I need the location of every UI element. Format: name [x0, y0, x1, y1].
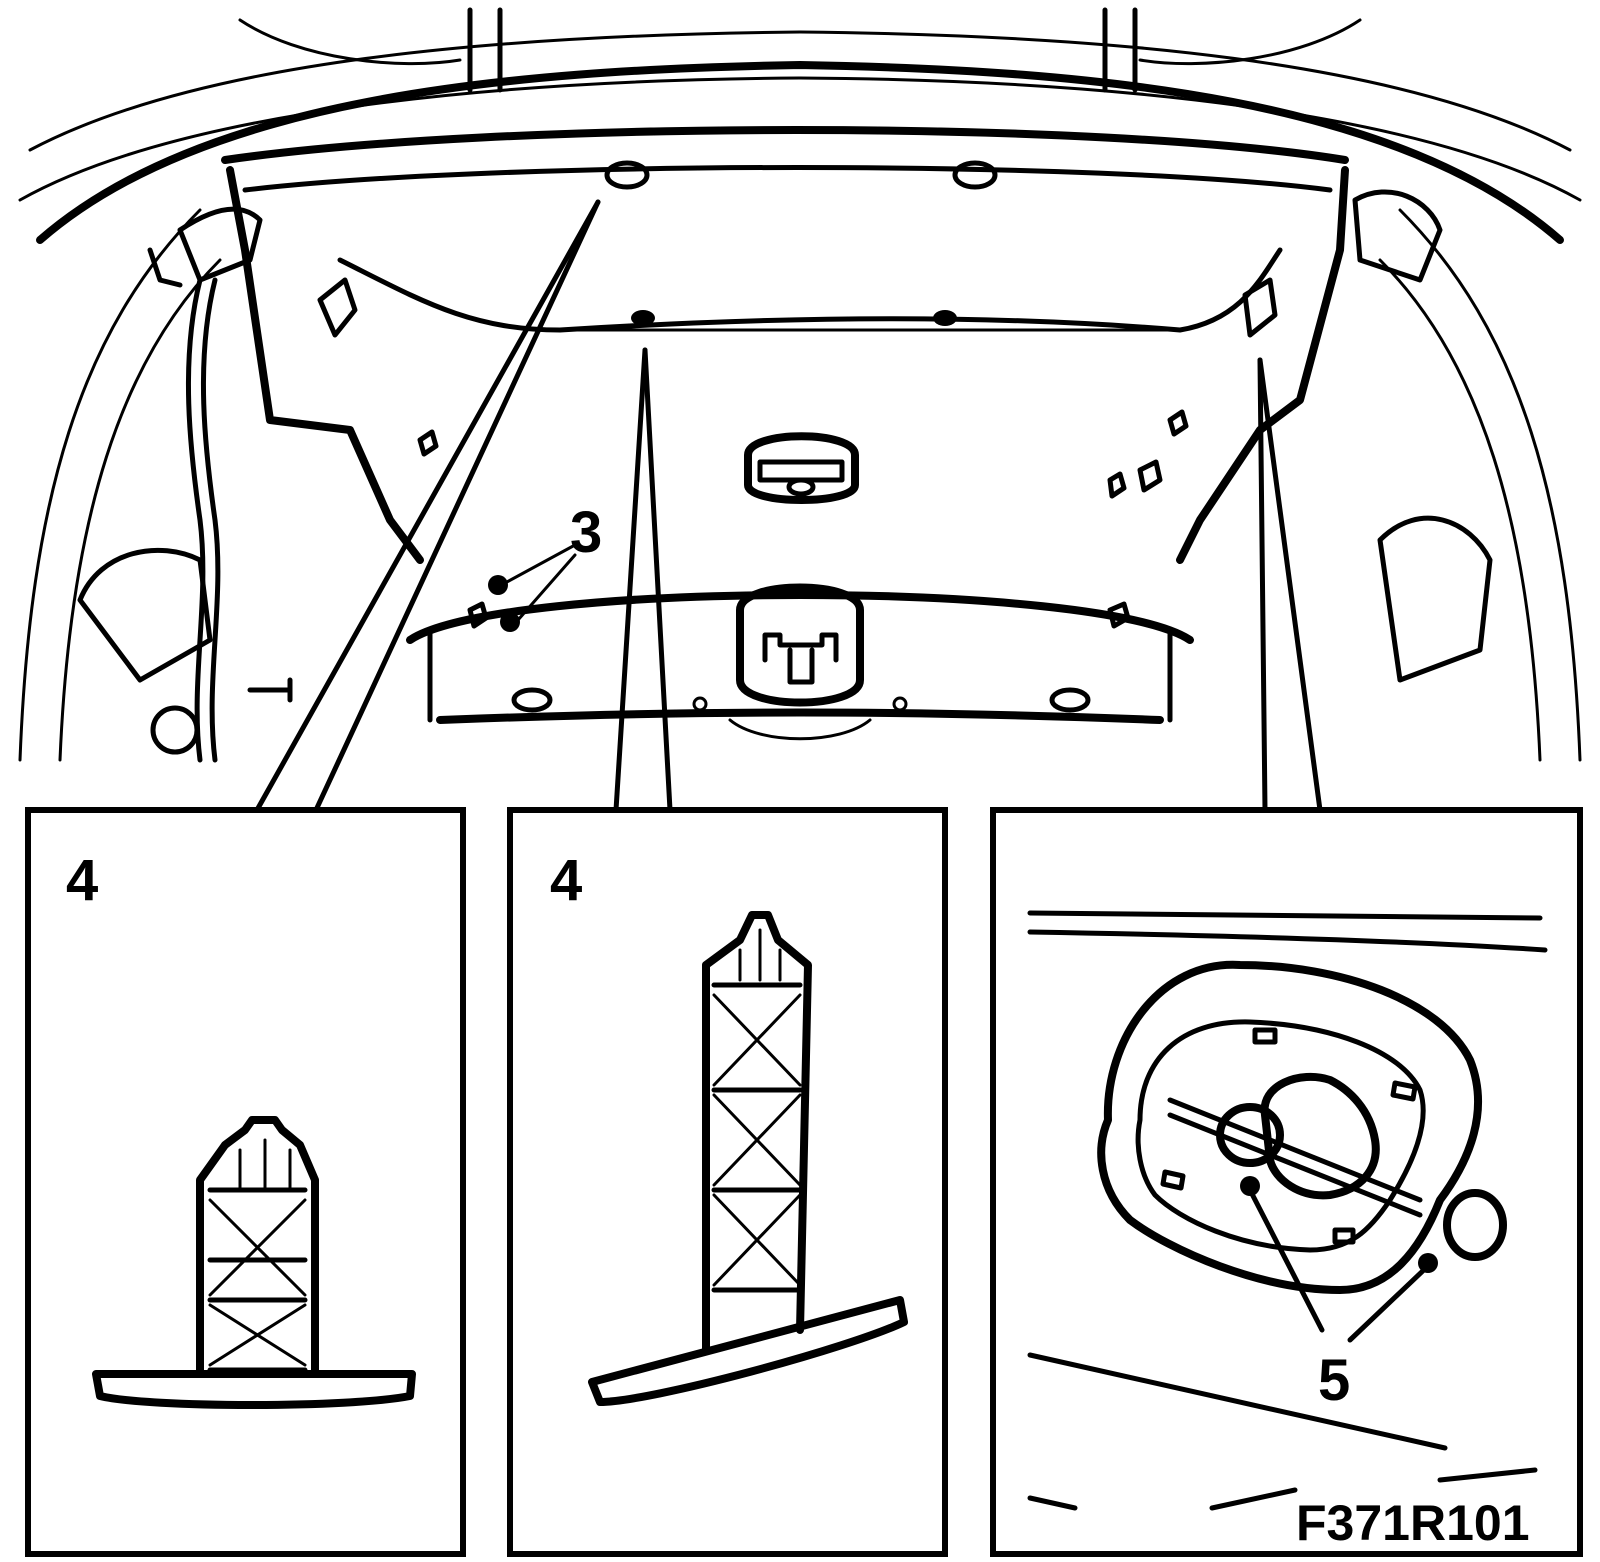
clip-before-removal	[92, 1116, 416, 1409]
detail-panel-right: 5 F371R101	[990, 807, 1583, 1557]
clip-during-removal	[588, 911, 908, 1406]
detail-panel-middle: 4	[507, 807, 948, 1557]
callout-3: 3	[570, 500, 602, 565]
detail-panel-left: 4	[25, 807, 466, 1557]
panel-middle-callout-4: 4	[550, 848, 582, 913]
figure-id: F371R101	[1296, 1495, 1530, 1551]
leader-lines	[254, 199, 1323, 813]
callout-5: 5	[1318, 1348, 1350, 1413]
trunk-overview	[18, 7, 1582, 763]
panel-left-callout-4: 4	[66, 848, 98, 913]
latch-housing	[1097, 960, 1507, 1294]
